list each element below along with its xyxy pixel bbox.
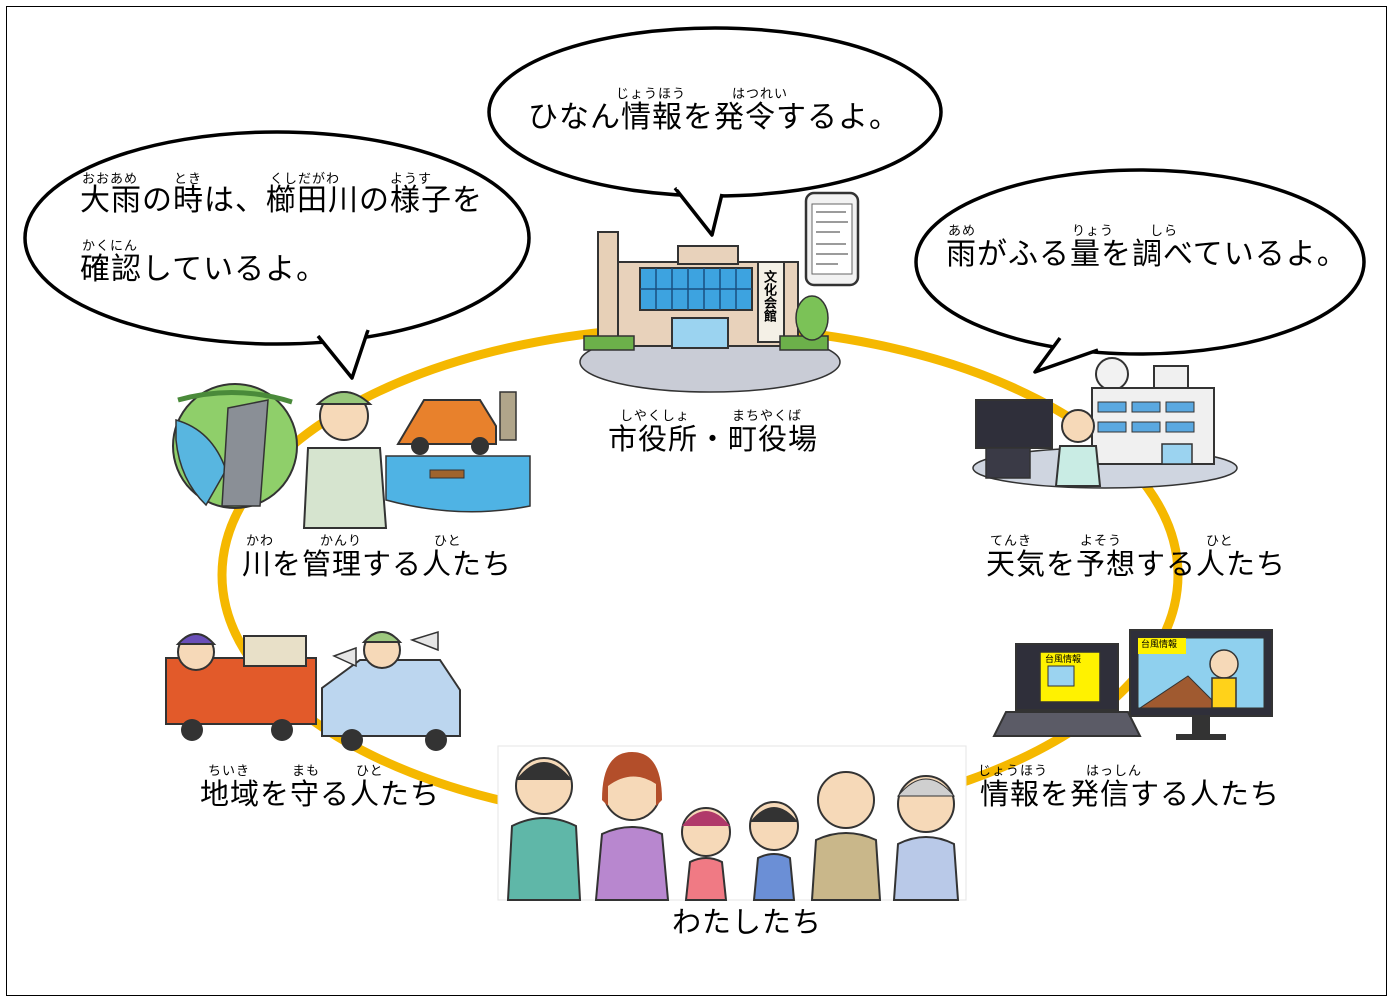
community-ruby-3: ひと — [356, 764, 384, 779]
bubble-left-ruby-2: とき — [174, 172, 203, 187]
weather-station-icon — [972, 357, 1238, 489]
bubble-left-ruby-5: かくにん — [82, 239, 139, 254]
bubble-left-line-1: 大雨の時は、櫛田川の様子を — [80, 183, 483, 218]
media-ruby-1: じょうほう — [978, 764, 1049, 779]
family-icon — [497, 745, 967, 901]
bubble-center-ruby-1: じょうほう — [616, 87, 687, 102]
laptop-screen-caption: 台風情報 — [1045, 655, 1082, 665]
community-ruby-1: ちいき — [208, 764, 251, 779]
river-ruby-3: ひと — [434, 534, 462, 549]
bubble-left-shape — [23, 130, 531, 380]
city-hall-sign: 文化会館 — [761, 270, 776, 322]
weather-ruby-2: よそう — [1080, 534, 1123, 549]
bubble-center-text: ひなん情報を発令するよ。 — [528, 100, 900, 135]
bubble-left-line-2: 確認しているよ。 — [80, 252, 328, 287]
bubble-left-ruby-4: ようす — [390, 172, 433, 187]
fire-truck-icon — [165, 630, 461, 751]
bubble-center-ruby-2: はつれい — [732, 87, 789, 102]
community-ruby-2: まも — [292, 764, 321, 779]
river-ruby-1: かわ — [246, 534, 275, 549]
media-ruby-2: はっしん — [1086, 764, 1143, 779]
city-hall-label: 市役所・町役場 — [608, 422, 819, 456]
bubble-right-text: 雨がふる量を調べているよ。 — [946, 237, 1348, 272]
weather-ruby-1: てんき — [990, 534, 1033, 549]
bubble-left-ruby-3: くしだがわ — [270, 172, 341, 187]
city-hall-icon — [579, 191, 860, 393]
tv-laptop-icon — [992, 629, 1273, 740]
city-hall-ruby-2: まちやくば — [732, 409, 803, 424]
bubble-left-ruby-1: おおあめ — [82, 172, 139, 187]
river-patrol-icon — [172, 383, 531, 529]
bubble-right-ruby-1: あめ — [948, 224, 977, 239]
bubble-center-shape — [487, 26, 943, 237]
bubble-right-ruby-2: りょう — [1072, 224, 1115, 239]
river-label: 川を管理する人たち — [242, 547, 513, 581]
tv-screen-caption: 台風情報 — [1141, 640, 1178, 650]
us-label: わたしたち — [672, 905, 823, 939]
city-hall-ruby-1: しやくしょ — [620, 409, 690, 424]
river-ruby-2: かんり — [320, 534, 363, 549]
bubble-right-ruby-3: しら — [1150, 224, 1179, 239]
media-label: 情報を発信する人たち — [980, 777, 1281, 811]
weather-label: 天気を予想する人たち — [986, 547, 1287, 581]
bubble-right-shape — [914, 168, 1366, 374]
community-label: 地域を守る人たち — [200, 777, 441, 811]
weather-ruby-3: ひと — [1206, 534, 1234, 549]
